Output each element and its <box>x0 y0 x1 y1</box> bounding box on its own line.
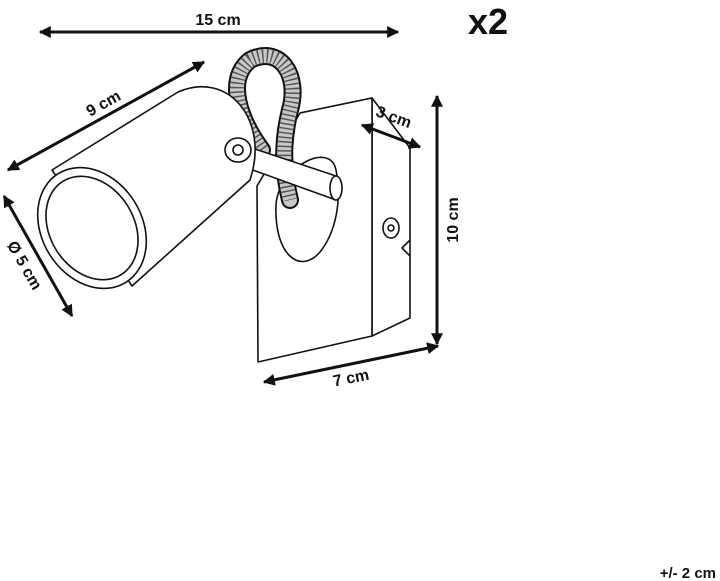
dimension-lines <box>2 26 443 386</box>
tolerance-label: +/- 2 cm <box>660 565 716 581</box>
diameter-dimension <box>2 194 74 318</box>
spotlight-illustration <box>36 47 411 363</box>
arm-length-label: 9 cm <box>84 88 124 121</box>
depth-dimension <box>360 123 422 149</box>
plate-width-dimension <box>262 342 440 386</box>
height-label: 10 cm <box>445 197 462 242</box>
arm-length-dimension <box>6 60 206 172</box>
plate-notch <box>401 239 411 257</box>
quantity-label: x2 <box>468 1 508 42</box>
plate-width-label: 7 cm <box>332 367 371 391</box>
overall-width-label: 15 cm <box>195 12 240 29</box>
diameter-label: Ø 5 cm <box>3 238 44 293</box>
